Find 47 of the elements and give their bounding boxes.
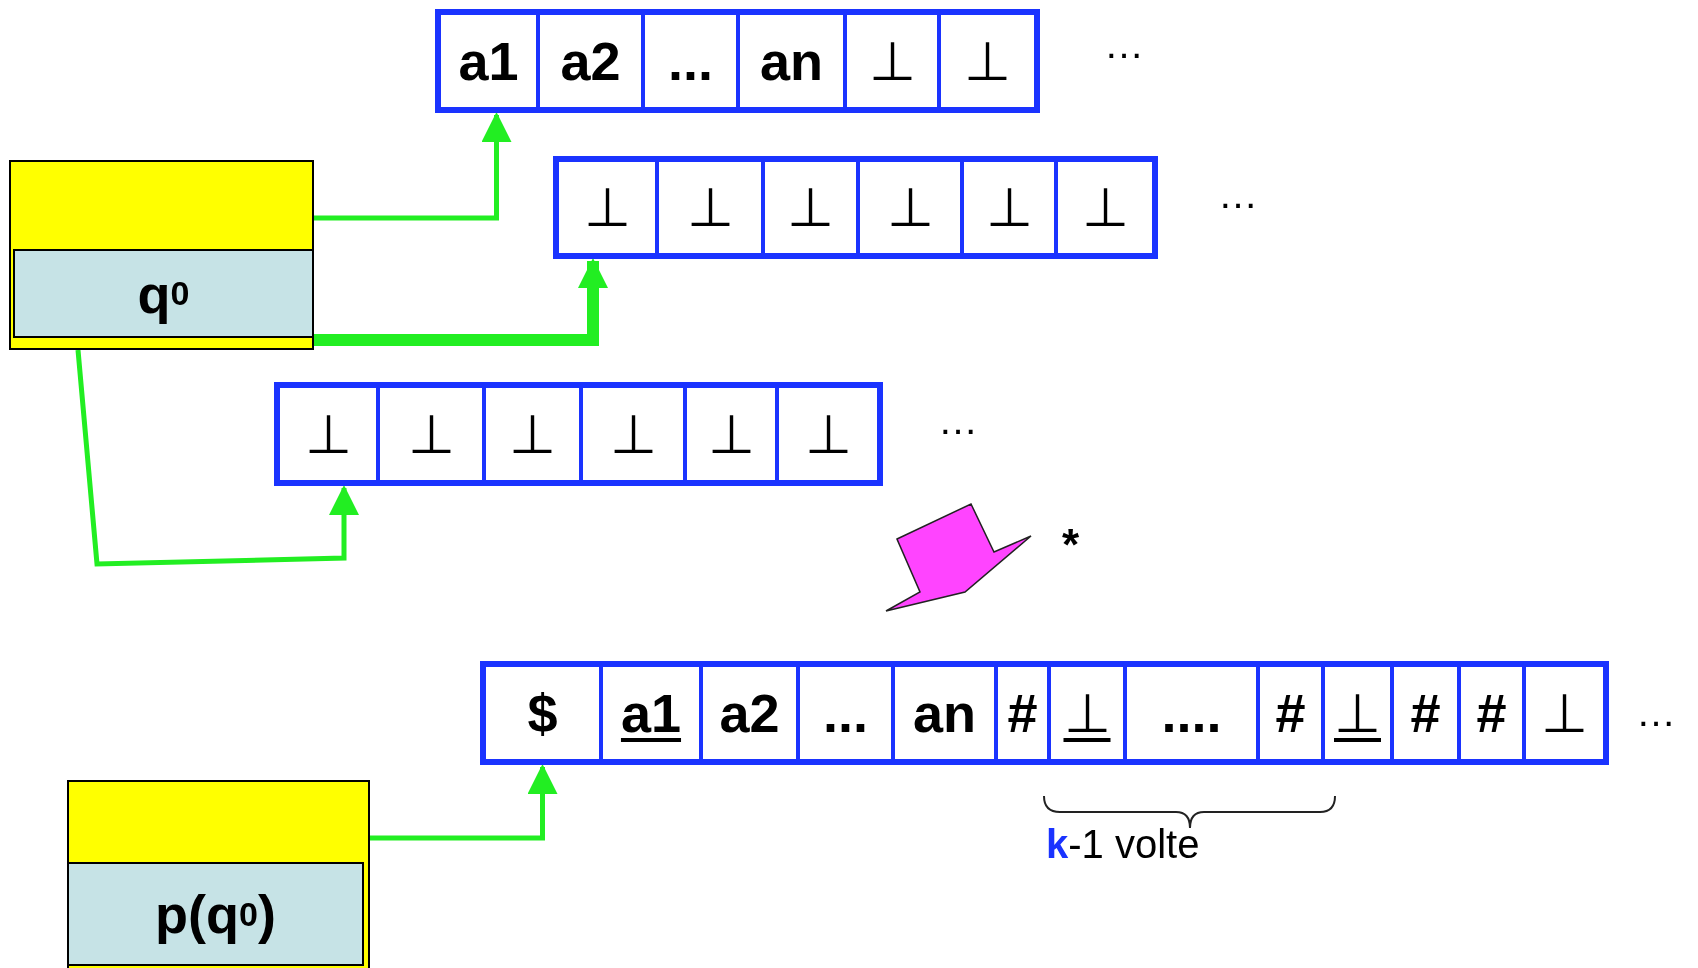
tape-cell: ⊥ [376,388,482,480]
tape-cell: ⊥ [482,388,579,480]
tape-cell: an [736,15,843,107]
tape-cell: ⊥ [559,162,655,253]
tape-cell: .... [1123,667,1256,759]
tape-cell: ... [641,15,736,107]
tape-cell: ⊥ [1054,162,1152,253]
tape-cell: $ [486,667,599,759]
arrow [314,112,512,221]
state-box [9,160,314,350]
tape-cell: ⊥ [1047,667,1123,759]
state-box [67,780,370,968]
tape-cell: ⊥ [683,388,775,480]
tape-cell: a1 [599,667,699,759]
tape-cell: ⊥ [579,388,683,480]
tape-cell: # [1457,667,1522,759]
arrow [75,349,359,567]
tape [553,156,1158,259]
tape-cell: ⊥ [1522,667,1603,759]
tape-cell: a2 [699,667,796,759]
tape-cell: ⊥ [655,162,761,253]
tape-cell: ⊥ [761,162,856,253]
continuation-dots: … [1636,690,1676,735]
arrow [370,764,558,841]
tape-cell: ⊥ [280,388,376,480]
tape-cell: ... [796,667,891,759]
continuation-dots: … [1104,22,1144,67]
tape-cell: ⊥ [775,388,877,480]
tape [435,9,1040,113]
tape-cell: ⊥ [856,162,960,253]
asterisk-label: * [1062,520,1080,570]
tape-cell: ⊥ [960,162,1054,253]
tape-cell: ⊥ [937,15,1034,107]
tape-cell: ⊥ [843,15,937,107]
arrow [314,258,608,346]
tape [274,382,883,486]
tape-cell: ⊥ [1321,667,1390,759]
continuation-dots: … [1218,172,1258,217]
tape-cell: a1 [441,15,536,107]
tape-cell: # [994,667,1047,759]
brace-label: k-1 volte [1046,822,1200,867]
tape-cell: a2 [536,15,641,107]
tape-cell: # [1256,667,1321,759]
tape-cell: an [891,667,994,759]
tape-cell: # [1390,667,1457,759]
tape [480,661,1609,765]
continuation-dots: … [938,398,978,443]
